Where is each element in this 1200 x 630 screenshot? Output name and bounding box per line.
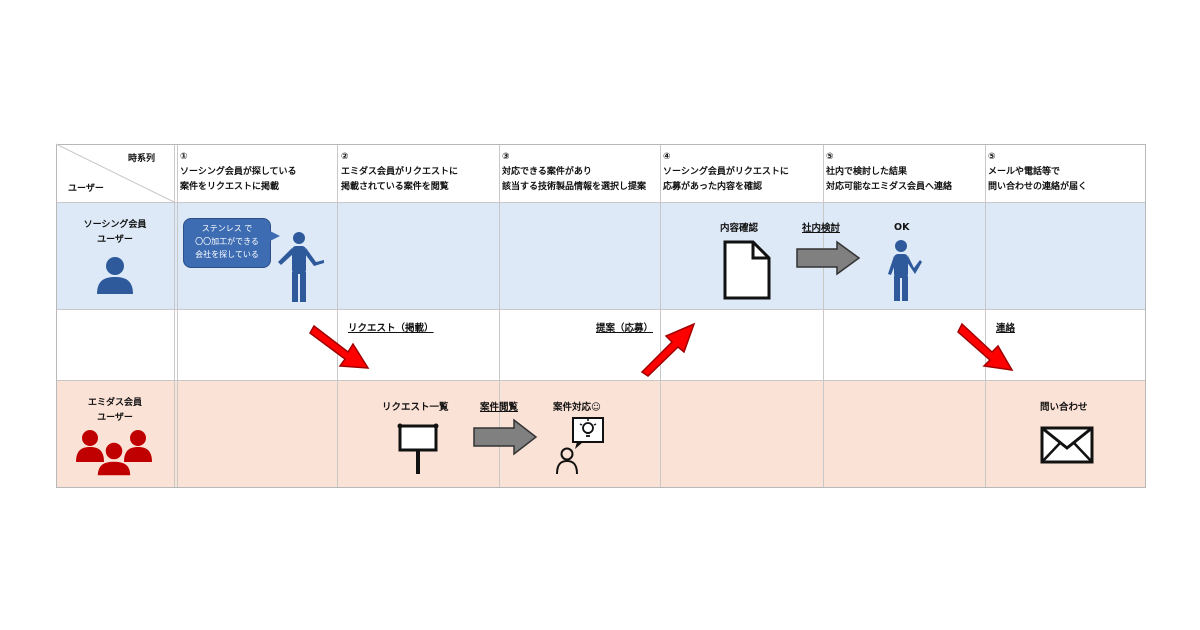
- red-arrow-icon: [309, 324, 370, 369]
- grid-line: [337, 144, 338, 488]
- case-response-label: 案件対応☺: [553, 402, 601, 413]
- proposal-label: 提案（応募）: [596, 323, 654, 334]
- emidas-row-label: エミダス会員ユーザー: [87, 398, 142, 423]
- gray-arrow-icon: [473, 418, 538, 456]
- table-border: [56, 144, 1146, 488]
- content-check-label: 内容確認: [720, 223, 759, 234]
- corner-time-label: 時系列: [128, 154, 156, 164]
- sourcing-row-label: ソーシング会員ユーザー: [83, 220, 147, 245]
- grid-line: [56, 380, 1146, 381]
- red-arrow-icon: [640, 322, 696, 377]
- inquiry-label: 問い合わせ: [1040, 402, 1088, 413]
- envelope-icon: [1040, 426, 1094, 464]
- document-icon: [723, 240, 771, 300]
- grid-line: [985, 144, 986, 488]
- grid-line: [56, 202, 1146, 203]
- request-list-label: リクエスト一覧: [382, 402, 449, 413]
- standing-man-icon: [278, 232, 324, 302]
- case-browse-label: 案件閲覧: [480, 402, 519, 413]
- internal-review-label: 社内検討: [802, 223, 841, 234]
- signboard-icon: [397, 423, 439, 474]
- person-group-icon: [76, 430, 152, 477]
- gray-arrow-icon: [796, 240, 861, 276]
- grid-line: [174, 144, 175, 488]
- corner-user-label: ユーザー: [68, 184, 104, 194]
- standing-man-icon: [888, 240, 922, 301]
- grid-line: [56, 309, 1146, 310]
- grid-line: [823, 144, 824, 488]
- person-icon: [97, 257, 133, 294]
- idea-person-icon: [556, 417, 604, 475]
- grid-line: [177, 144, 178, 488]
- speech-bubble-tail: [268, 230, 280, 242]
- ok-label: OK: [894, 222, 910, 233]
- request-post-label: リクエスト（掲載）: [348, 323, 434, 334]
- contact-label: 連絡: [996, 323, 1016, 334]
- transition-row-band: [56, 309, 1146, 380]
- grid-line: [660, 144, 661, 488]
- red-arrow-icon: [957, 322, 1014, 371]
- speech-bubble: ステンレス で〇〇加工ができる会社を探している: [183, 218, 271, 268]
- corner-diagonal: [55, 143, 175, 203]
- grid-line: [499, 144, 500, 488]
